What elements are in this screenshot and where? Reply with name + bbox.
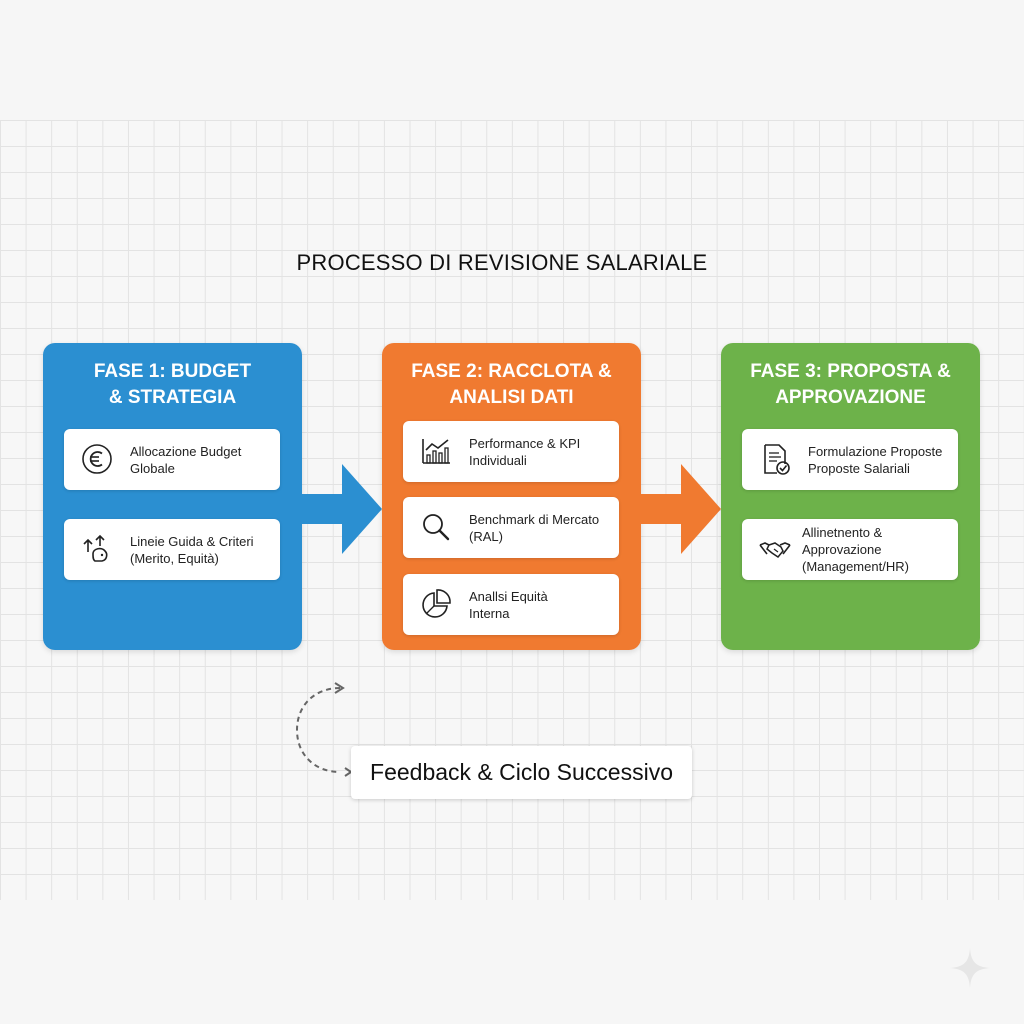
arrow-right-icon — [302, 464, 382, 554]
feedback-cycle-box: Feedback & Ciclo Successivo — [351, 746, 692, 799]
arrow-right-icon — [641, 464, 721, 554]
card-performance-kpi-text: Performance & KPI Individuali — [469, 435, 581, 468]
card-internal-equity: Anallsi Equità Interna — [403, 574, 619, 635]
loop-arrow-icon — [295, 682, 353, 777]
guidelines-icon — [83, 534, 108, 562]
card-guidelines-text: Lineie Guida & Criteri (Merito, Equità) — [130, 533, 254, 566]
card-salary-proposals: Formulazione Proposte Proposte Salariali — [742, 429, 958, 490]
phase-2-title: FASE 2: RACCLOTA & ANALISI DATI — [411, 361, 612, 408]
sparkle-icon — [950, 948, 990, 988]
card-alignment-approval: Allinetnento & Approvazione (Management/… — [742, 519, 958, 580]
diagram-title: PROCESSO DI REVISIONE SALARIALE — [296, 250, 708, 275]
document-check-icon — [764, 444, 790, 475]
card-market-benchmark: Benchmark di Mercato (RAL) — [403, 497, 619, 558]
phase-1-box: FASE 1: BUDGET & STRATEGIA Allocazione B… — [43, 343, 302, 650]
card-performance-kpi: Performance & KPI Individuali — [403, 421, 619, 482]
card-budget-allocation-text: Allocazione Budget Globale — [130, 443, 242, 476]
phase-3-box: FASE 3: PROPOSTA & APPROVAZIONE Formulaz… — [721, 343, 980, 650]
card-alignment-approval-text: Allinetnento & Approvazione (Management/… — [802, 525, 909, 574]
phase-1-title: FASE 1: BUDGET & STRATEGIA — [93, 361, 252, 408]
card-budget-allocation: Allocazione Budget Globale — [64, 429, 280, 490]
card-market-benchmark-text: Benchmark di Mercato (RAL) — [469, 511, 600, 544]
magnifier-icon — [423, 514, 450, 541]
card-salary-proposals-text: Formulazione Proposte Proposte Salariali — [808, 443, 943, 476]
euro-icon — [82, 444, 112, 474]
handshake-icon — [759, 542, 791, 558]
phase-2-box: FASE 2: RACCLOTA & ANALISI DATI Performa… — [382, 343, 641, 650]
card-internal-equity-text: Anallsi Equità Interna — [469, 588, 548, 621]
pie-chart-icon — [422, 589, 451, 618]
card-guidelines: Lineie Guida & Criteri (Merito, Equità) — [64, 519, 280, 580]
phase-3-title: FASE 3: PROPOSTA & APPROVAZIONE — [750, 361, 951, 408]
chart-icon — [422, 439, 450, 464]
